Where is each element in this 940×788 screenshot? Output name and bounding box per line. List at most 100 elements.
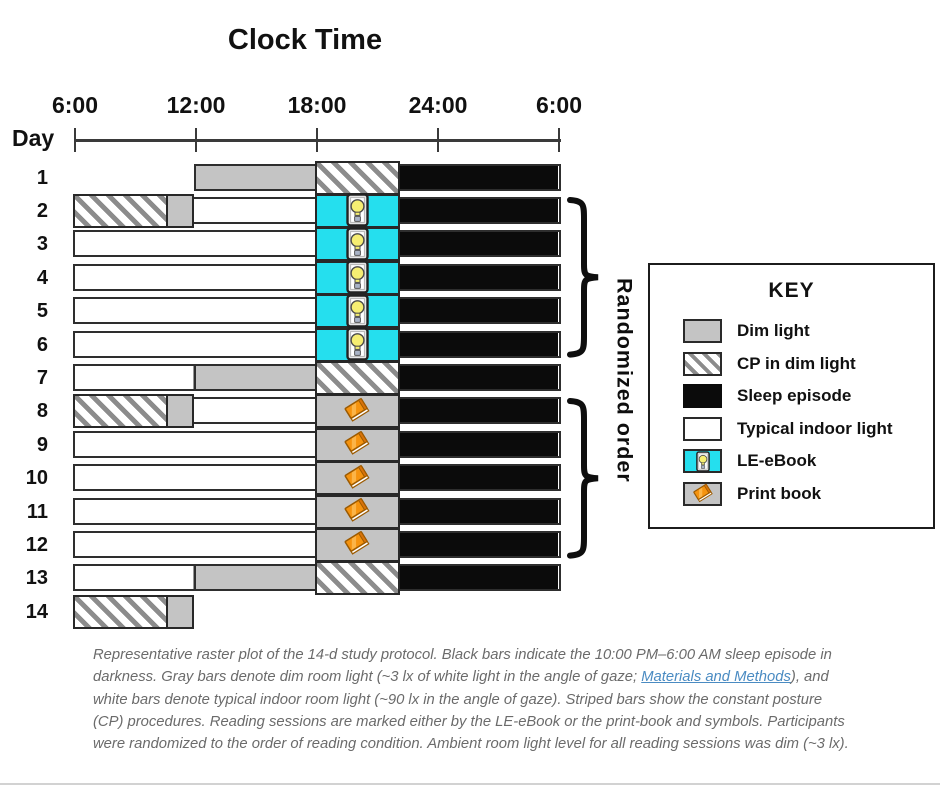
- axis-tick: [73, 128, 77, 152]
- axis-day-label: Day: [12, 125, 55, 151]
- segment-sleep: [397, 198, 559, 222]
- curly-brace: [567, 397, 599, 559]
- segment-sleep: [397, 332, 559, 356]
- segment-pread: [315, 427, 400, 462]
- key-entry-dim: Dim light: [683, 319, 933, 343]
- segment-sleep: [397, 165, 559, 189]
- axis-tick-label: 18:00: [287, 92, 347, 118]
- axis-tick-label: 6:00: [51, 92, 99, 118]
- curly-brace: [567, 197, 599, 358]
- segment-sleep: [397, 299, 559, 323]
- day-label: 6: [36, 333, 48, 356]
- bottom-divider: [0, 783, 940, 785]
- key-entry-sleep: Sleep episode: [683, 384, 933, 409]
- key-entry-pbook: Print book: [683, 481, 933, 506]
- caption-text-after: ), and white bars denote typical indoor …: [93, 669, 849, 753]
- key-title: KEY: [768, 279, 815, 302]
- day-label: 1: [36, 166, 48, 189]
- segment-sleep: [397, 532, 559, 556]
- key-swatch-cp: [683, 351, 722, 376]
- segment-sleep: [397, 566, 559, 590]
- segment-dimr: [165, 394, 194, 429]
- segment-sleep: [397, 432, 559, 456]
- print-book-icon: [343, 497, 371, 529]
- segment-cp: [73, 193, 170, 228]
- ebook-icon: [346, 327, 369, 366]
- segment-pread: [315, 394, 400, 429]
- print-book-icon: [343, 530, 371, 562]
- segment-white: [191, 399, 317, 423]
- day-label: 4: [36, 266, 48, 289]
- segment-sleep: [397, 466, 559, 490]
- segment-white: [74, 232, 317, 256]
- segment-white: [74, 365, 196, 389]
- segment-white: [74, 332, 317, 356]
- day-label: 12: [25, 533, 48, 556]
- axis-tick: [436, 128, 440, 152]
- key-entry-label: LE-eBook: [737, 451, 817, 471]
- figure-title: Clock Time: [227, 24, 383, 56]
- day-label: 8: [36, 400, 48, 423]
- axis-tick: [315, 128, 319, 152]
- day-label: 7: [36, 366, 48, 389]
- segment-dim: [195, 566, 317, 590]
- segment-dim: [195, 165, 317, 189]
- key-swatch-dim: [683, 319, 722, 343]
- day-label: 10: [25, 467, 48, 490]
- segment-cp: [73, 594, 170, 629]
- key-entry-label: Dim light: [737, 321, 810, 340]
- segment-white: [74, 265, 317, 289]
- key-entry-label: Print book: [737, 483, 822, 503]
- key-swatch-sleep: [683, 384, 722, 409]
- key-swatch-pbook: [683, 481, 722, 506]
- day-label: 11: [26, 500, 48, 523]
- day-label: 5: [36, 300, 48, 323]
- caption-text-before: Representative raster plot of the 14-d s…: [93, 647, 832, 686]
- key-swatch-ebook: [683, 449, 722, 474]
- segment-cp: [315, 160, 400, 195]
- segment-dimr: [165, 594, 194, 629]
- axis-tick: [557, 128, 561, 152]
- day-label: 13: [25, 567, 48, 590]
- axis-tick-label: 12:00: [166, 92, 226, 118]
- segment-sleep: [397, 399, 559, 423]
- ebook-icon: [346, 293, 369, 333]
- key-entry-cp: CP in dim light: [683, 351, 933, 376]
- ebook-icon: [346, 260, 369, 299]
- axis-tick: [194, 128, 198, 152]
- segment-white: [74, 499, 317, 523]
- key-entry-label: CP in dim light: [737, 353, 856, 373]
- day-label: 9: [36, 433, 48, 456]
- day-label: 2: [36, 199, 48, 222]
- print-book-icon: [343, 430, 371, 462]
- segment-sleep: [397, 365, 559, 389]
- day-label: 14: [25, 600, 48, 623]
- segment-white: [74, 566, 196, 590]
- segment-cp: [315, 360, 400, 395]
- figure-caption: Representative raster plot of the 14-d s…: [93, 644, 851, 755]
- materials-and-methods-link[interactable]: Materials and Methods: [641, 669, 791, 686]
- ebook-icon: [346, 227, 369, 266]
- axis-tick-label: 24:00: [408, 92, 468, 118]
- key-entry-white: Typical indoor light: [683, 416, 933, 441]
- day-row: [193, 163, 561, 191]
- segment-cp: [73, 394, 170, 429]
- segment-white: [74, 466, 317, 490]
- segment-white: [74, 532, 317, 556]
- segment-white: [191, 198, 317, 222]
- key-swatch-white: [683, 416, 722, 441]
- segment-white: [74, 299, 317, 323]
- randomized-order-label: Randomized order: [612, 277, 637, 483]
- print-book-icon: [343, 464, 371, 496]
- axis-tick-label: 6:00: [535, 92, 583, 118]
- segment-sleep: [397, 499, 559, 523]
- day-label: 3: [36, 233, 48, 256]
- segment-white: [74, 432, 317, 456]
- segment-cp: [315, 561, 400, 596]
- segment-sleep: [397, 265, 559, 289]
- segment-sleep: [397, 232, 559, 256]
- key-entry-ebook: LE-eBook: [683, 449, 933, 474]
